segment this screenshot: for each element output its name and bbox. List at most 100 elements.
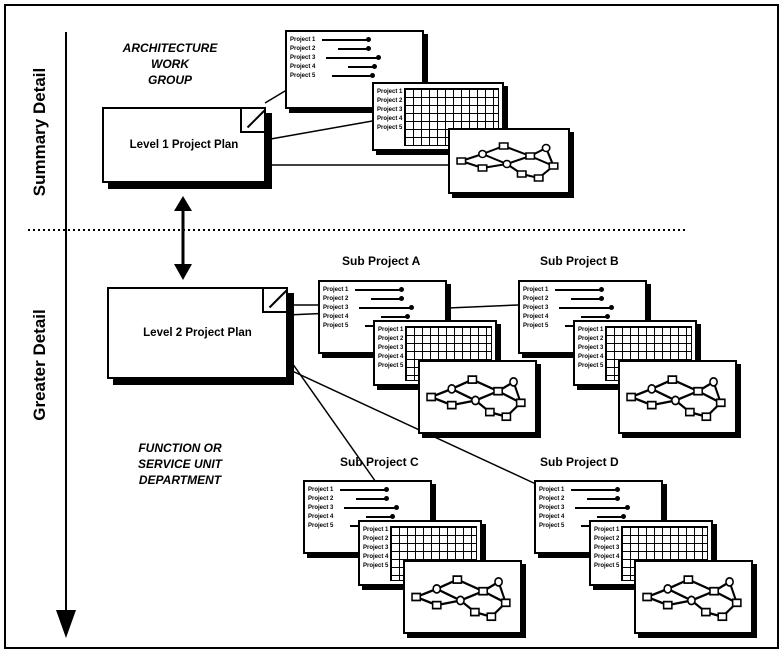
grid-row-label: Project 1 [578, 326, 604, 333]
network-node [456, 595, 465, 606]
level2-project-plan: Level 2 Project Plan [107, 287, 288, 379]
grid-row: Project 5 [594, 561, 622, 570]
network-node [663, 583, 673, 594]
grid-row: Project 4 [578, 352, 606, 361]
grid-row: Project 3 [363, 543, 391, 552]
network-node [709, 586, 719, 596]
task-row: Project 2 [539, 494, 627, 503]
function-caption-line: FUNCTION OR [138, 441, 222, 455]
grid-row: Project 4 [378, 352, 406, 361]
network-node [509, 376, 518, 387]
network-node [662, 600, 673, 610]
task-bar [587, 495, 620, 501]
architecture-caption-line: WORK [151, 57, 189, 71]
grid-row-label: Project 3 [363, 544, 389, 551]
task-row-label: Project 4 [290, 63, 316, 70]
grid-row-label: Project 2 [578, 335, 604, 342]
network-diagram [426, 375, 526, 422]
network-node [516, 170, 527, 178]
grid-row: Project 5 [377, 123, 405, 132]
network-node [502, 159, 512, 169]
grid-row: Project 1 [594, 525, 622, 534]
task-row-label: Project 1 [290, 36, 316, 43]
network-node [478, 586, 488, 596]
network-diagram [642, 575, 742, 622]
grid-row-label: Project 4 [377, 115, 403, 122]
network-node [647, 383, 657, 394]
task-bar [338, 45, 371, 51]
grid-row-label: Project 5 [594, 562, 620, 569]
grid-row: Project 5 [378, 361, 406, 370]
task-bar [555, 286, 604, 292]
grid-row-label: Project 3 [578, 344, 604, 351]
task-row: Project 3 [323, 303, 414, 312]
task-row: Project 1 [539, 485, 627, 494]
grid-row: Project 1 [377, 87, 405, 96]
grid-row-label: Project 3 [378, 344, 404, 351]
grid-row: Project 3 [378, 343, 406, 352]
task-bar [597, 513, 626, 519]
task-bar [575, 504, 630, 510]
task-row-label: Project 2 [290, 45, 316, 52]
grid-row: Project 4 [377, 114, 405, 123]
grid-row: Project 3 [594, 543, 622, 552]
task-row: Project 2 [290, 44, 378, 53]
grid-row: Project 1 [363, 525, 391, 534]
network-node [687, 595, 696, 606]
page-fold-icon [240, 109, 264, 133]
network-node [486, 612, 497, 622]
network-node [452, 575, 463, 584]
grid-row: Project 2 [377, 96, 405, 105]
network-node [477, 164, 488, 172]
task-row: Project 3 [539, 503, 630, 512]
function-caption: FUNCTION OR SERVICE UNIT DEPARTMENT [120, 440, 240, 488]
task-row-label: Project 2 [539, 495, 565, 502]
network-diagram [626, 375, 726, 422]
task-bar [322, 36, 371, 42]
task-row-label: Project 5 [323, 322, 349, 329]
network-chart-sheet [634, 560, 753, 634]
grid-row-label: Project 1 [377, 88, 403, 95]
task-bar [359, 304, 414, 310]
task-bar [340, 486, 389, 492]
level1-project-plan: Level 1 Project Plan [102, 107, 266, 183]
task-bar [326, 54, 381, 60]
network-node [626, 392, 637, 402]
sub-project-c-title: Sub Project C [340, 455, 419, 469]
network-node [447, 383, 457, 394]
grid-row: Project 3 [578, 343, 606, 352]
task-bar [571, 295, 604, 301]
network-node [501, 412, 512, 422]
task-row: Project 5 [290, 71, 378, 80]
task-row-label: Project 4 [523, 313, 549, 320]
network-node [683, 575, 694, 584]
task-bar [332, 72, 375, 78]
level-link-arrow-up [174, 196, 192, 211]
grid-row-label: Project 4 [594, 553, 620, 560]
grid-row: Project 4 [594, 552, 622, 561]
grid-row-label: Project 4 [378, 353, 404, 360]
network-node [548, 162, 559, 170]
task-row-label: Project 4 [308, 513, 334, 520]
grid-row-label: Project 1 [363, 526, 389, 533]
grid-row: Project 1 [578, 325, 606, 334]
network-node [667, 375, 678, 384]
network-node [684, 407, 695, 417]
network-node [469, 607, 480, 617]
network-node [467, 375, 478, 384]
grid-row: Project 2 [594, 534, 622, 543]
task-row: Project 4 [290, 62, 378, 71]
grid-row-label: Project 1 [594, 526, 620, 533]
task-row: Project 1 [323, 285, 411, 294]
level-link-arrow-down [174, 264, 192, 280]
network-node [717, 612, 728, 622]
network-node [431, 600, 442, 610]
task-row-label: Project 5 [290, 72, 316, 79]
task-row-label: Project 4 [539, 513, 565, 520]
network-node [671, 395, 680, 406]
sub-project-d-title: Sub Project D [540, 455, 619, 469]
architecture-caption-line: ARCHITECTURE [122, 41, 218, 55]
network-node [525, 152, 536, 160]
